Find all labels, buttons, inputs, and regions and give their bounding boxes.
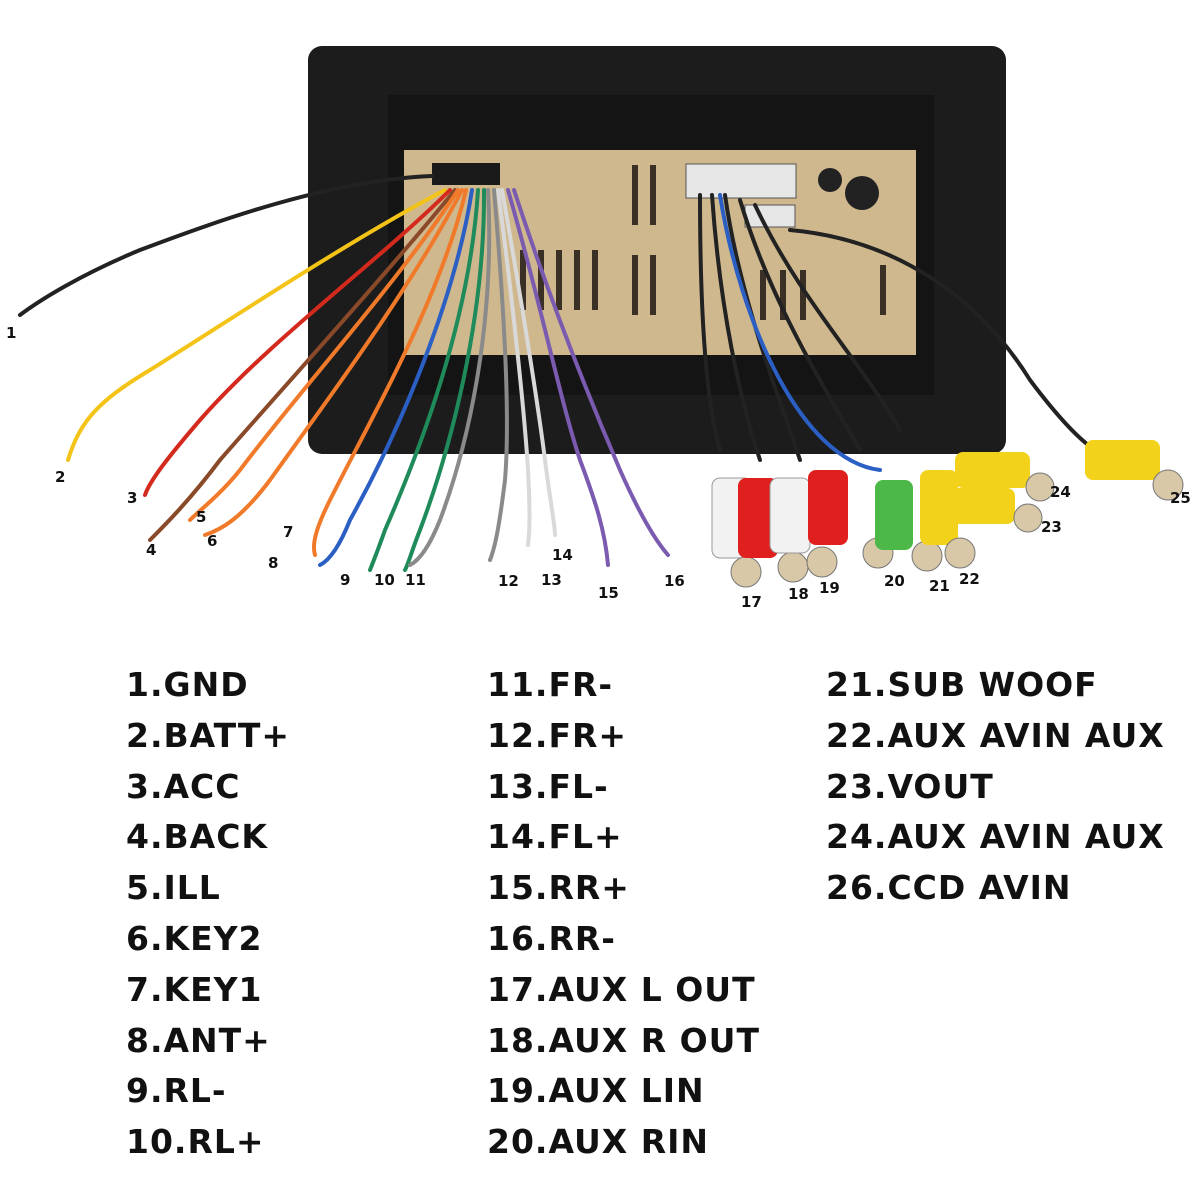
legend-item: 15.RR+ <box>487 868 630 908</box>
callout-17: 17 <box>741 593 762 611</box>
antenna-socket <box>845 176 879 210</box>
callout-4: 4 <box>146 541 156 559</box>
wiring-harness-photo: 1 2 3 4 5 6 7 8 9 10 11 12 13 14 15 16 1… <box>6 46 1191 611</box>
callout-11: 11 <box>405 571 426 589</box>
legend-item: 23.VOUT <box>826 766 994 806</box>
legend-item: 17.AUX L OUT <box>487 969 756 1009</box>
legend-item: 14.FL+ <box>487 817 623 857</box>
wire-key1 <box>311 188 468 557</box>
legend-column-1: 1.GND 2.BATT+ 3.ACC 4.BACK 5.ILL 6.KEY2 7.KEY1… <box>126 660 290 1168</box>
wire-rl-plus <box>403 188 487 572</box>
callout-8: 8 <box>268 554 278 572</box>
legend-column-3: 21.SUB WOOF 22.AUX AVIN AUX 23.VOUT 24.AUX … <box>826 660 1165 914</box>
legend-item: 11.FR- <box>487 665 614 704</box>
legend-item: 4.BACK <box>126 817 268 857</box>
callout-10: 10 <box>374 571 395 589</box>
legend-item: 7.KEY1 <box>126 969 263 1009</box>
wire-batt <box>66 188 447 462</box>
callout-22: 22 <box>959 570 980 588</box>
legend-item: 1.GND <box>126 665 249 704</box>
callout-1: 1 <box>6 324 16 342</box>
wire-rr-plus <box>506 188 610 567</box>
wire-aux-blue <box>718 193 882 472</box>
legend-item: 9.RL- <box>126 1071 227 1111</box>
wire-fl-plus <box>500 188 557 537</box>
wire-acc <box>143 188 452 497</box>
callout-15: 15 <box>598 584 619 602</box>
legend-column-2: 11.FR- 12.FR+ 13.FL- 14.FL+ 15.RR+ 16.RR- 17.A… <box>487 660 760 1168</box>
callout-25: 25 <box>1170 489 1191 507</box>
legend-item: 12.FR+ <box>487 715 628 755</box>
callout-9: 9 <box>340 571 350 589</box>
wire-key2 <box>203 188 464 537</box>
legend-item: 8.ANT+ <box>126 1020 271 1060</box>
callout-2: 2 <box>55 468 65 486</box>
callout-18: 18 <box>788 585 809 603</box>
callout-7: 7 <box>283 523 293 541</box>
rca-plug-sub-woof <box>875 480 943 572</box>
callout-24: 24 <box>1050 483 1071 501</box>
callout-12: 12 <box>498 572 519 590</box>
wire-aux-black-5 <box>753 203 902 432</box>
callout-5: 5 <box>196 508 206 526</box>
legend-item: 20.AUX RIN <box>487 1122 710 1162</box>
rca-plug-aux-avin-2 <box>955 452 1055 502</box>
wire-ill <box>188 188 460 522</box>
aux-connector <box>685 163 797 199</box>
legend-item: 5.ILL <box>126 868 221 908</box>
callout-21: 21 <box>929 577 950 595</box>
legend-item: 10.RL+ <box>126 1122 265 1162</box>
wire-aux-black-2 <box>710 193 762 462</box>
rca-plug-vout <box>940 488 1043 533</box>
callout-14: 14 <box>552 546 573 564</box>
chassis-vents <box>520 165 886 320</box>
legend-item: 24.AUX AVIN AUX <box>826 817 1165 857</box>
wire-ccd <box>788 228 1097 452</box>
wire-rl-minus <box>368 188 480 572</box>
wire-aux-black-1 <box>698 193 722 452</box>
callout-6: 6 <box>207 532 217 550</box>
pinout-legend: 1.GND 2.BATT+ 3.ACC 4.BACK 5.ILL 6.KEY2 7.KEY1… <box>0 660 1200 1180</box>
callout-19: 19 <box>819 579 840 597</box>
callout-20: 20 <box>884 572 905 590</box>
wire-rr-minus <box>512 188 670 557</box>
wire-gnd <box>18 174 434 317</box>
fuse-socket <box>818 168 842 192</box>
callout-3: 3 <box>127 489 137 507</box>
callout-23: 23 <box>1041 518 1062 536</box>
rca-plug-ccd <box>1085 440 1184 501</box>
legend-item: 26.CCD AVIN <box>826 868 1072 908</box>
small-connector <box>744 204 796 228</box>
callout-13: 13 <box>541 571 562 589</box>
rca-plug-aux-lin <box>769 477 838 578</box>
legend-item: 21.SUB WOOF <box>826 665 1098 704</box>
legend-item: 13.FL- <box>487 766 609 806</box>
legend-item: 2.BATT+ <box>126 715 291 755</box>
legend-item: 19.AUX LIN <box>487 1071 705 1111</box>
legend-item: 18.AUX R OUT <box>487 1020 760 1060</box>
wire-fr-plus <box>488 188 509 562</box>
legend-item: 3.ACC <box>126 766 241 806</box>
callout-16: 16 <box>664 572 685 590</box>
legend-item: 16.RR- <box>487 918 616 958</box>
wire-ant <box>318 188 474 567</box>
legend-item: 22.AUX AVIN AUX <box>826 715 1165 755</box>
legend-item: 6.KEY2 <box>126 918 263 958</box>
iso-connector <box>432 163 500 185</box>
wire-back <box>148 188 457 542</box>
wire-fr-minus <box>408 188 492 567</box>
wire-fl-minus <box>496 188 532 547</box>
wire-aux-black-4 <box>738 198 862 452</box>
